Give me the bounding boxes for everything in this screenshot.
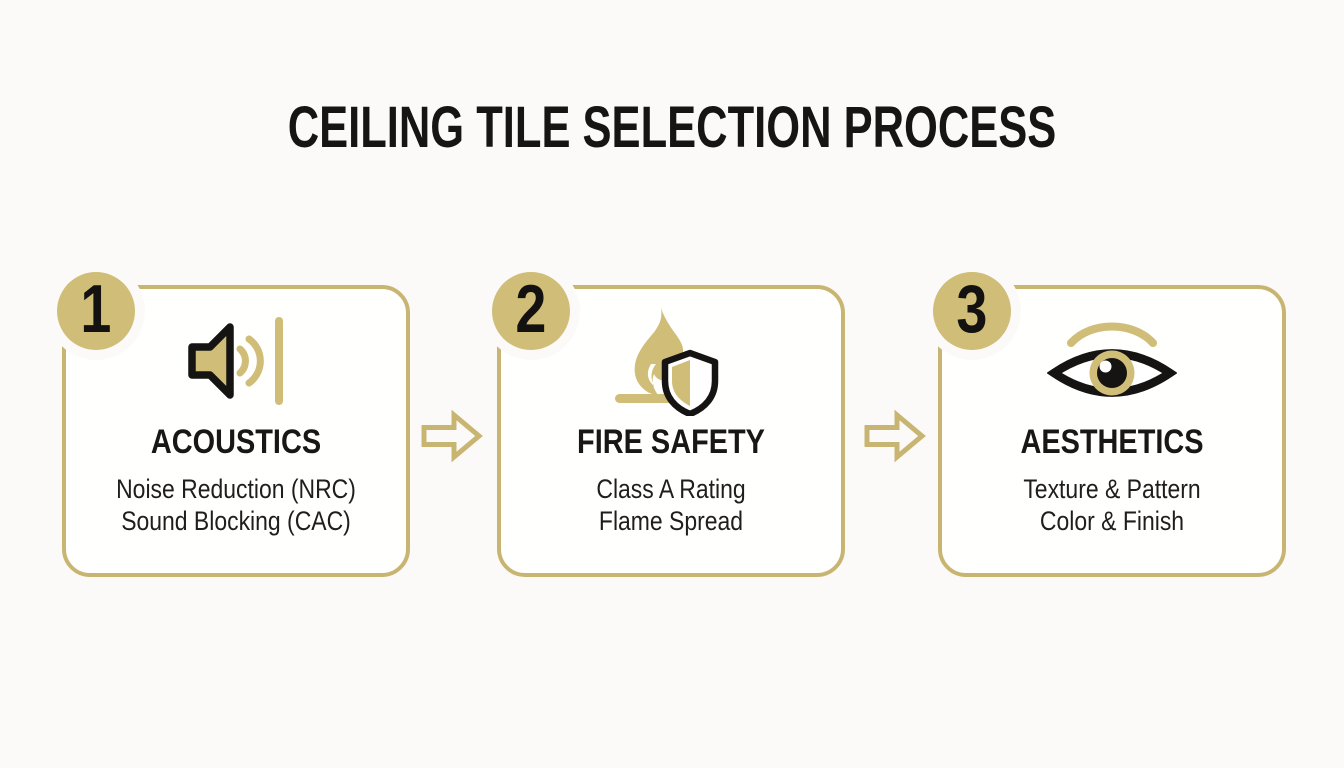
step-detail-line: Noise Reduction (NRC)	[116, 474, 356, 504]
step-title-aesthetics: AESTHETICS	[1020, 423, 1204, 461]
step-box-aesthetics: 3 AESTHETICS Texture & Pattern Color & F…	[933, 271, 1286, 577]
page-title: CEILING TILE SELECTION PROCESS	[287, 95, 1057, 160]
step-detail-line: Texture & Pattern	[1023, 474, 1201, 504]
step-detail-line: Flame Spread	[598, 506, 744, 536]
step-title-fire-safety: FIRE SAFETY	[577, 423, 765, 461]
step-details-fire-safety: Class A Rating Flame Spread	[527, 473, 816, 537]
step-number-badge-3: 3	[933, 271, 1011, 350]
step-number: 3	[956, 271, 988, 347]
speaker-icon	[66, 305, 406, 417]
step-detail-line: Sound Blocking (CAC)	[121, 506, 351, 536]
step-number-badge-2: 2	[492, 271, 570, 350]
flame-shield-icon	[501, 305, 841, 417]
step-details-acoustics: Noise Reduction (NRC) Sound Blocking (CA…	[92, 473, 381, 537]
step-title-acoustics: ACOUSTICS	[150, 423, 322, 461]
right-arrow-icon	[864, 409, 926, 463]
step-number-badge-1: 1	[57, 271, 135, 350]
step-box-acoustics: 1 ACOUSTICS Noise Reduction (NRC) Sound …	[57, 271, 410, 577]
step-number: 2	[515, 271, 547, 347]
eye-icon	[942, 305, 1282, 417]
step-number: 1	[80, 271, 112, 347]
step-detail-line: Color & Finish	[1039, 506, 1185, 536]
step-box-fire-safety: 2 FIRE SAFETY Class A Rating Flame Sprea…	[492, 271, 845, 577]
right-arrow-icon	[421, 409, 483, 463]
step-detail-line: Class A Rating	[596, 474, 746, 504]
step-details-aesthetics: Texture & Pattern Color & Finish	[968, 473, 1257, 537]
